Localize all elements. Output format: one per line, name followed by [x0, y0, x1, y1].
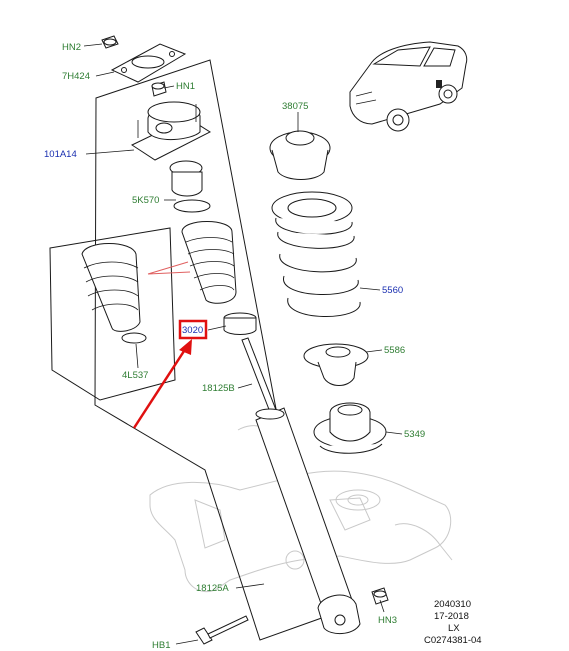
label-3020[interactable]: 3020 [182, 325, 203, 336]
spring-top-seat [269, 130, 331, 180]
vehicle-icon [349, 41, 468, 132]
label-hb1[interactable]: HB1 [152, 640, 170, 651]
footer-line-1: 2040310 [434, 599, 471, 610]
label-hn3[interactable]: HN3 [378, 615, 397, 626]
label-5586[interactable]: 5586 [384, 345, 405, 356]
label-101a14[interactable]: 101A14 [44, 149, 77, 160]
label-5349[interactable]: 5349 [404, 429, 425, 440]
bump-cap [169, 160, 211, 213]
coil-spring [271, 191, 361, 317]
top-mount-plate [110, 43, 187, 83]
subframe-bushing-ghost [335, 489, 381, 511]
red-arrow [132, 339, 192, 429]
bump-stop-part [223, 312, 257, 335]
label-18125b[interactable]: 18125B [202, 383, 235, 394]
kit-boot [81, 243, 147, 344]
footer-line-4: C0274381-04 [424, 635, 482, 646]
hn1-nut [151, 81, 167, 97]
footer-line-3: LX [448, 623, 460, 634]
hb1-bolt [195, 615, 249, 645]
label-4l537[interactable]: 4L537 [122, 370, 148, 381]
spring-lower-seat [303, 343, 369, 386]
spring-isolator [313, 402, 387, 454]
hn2-nut [101, 35, 119, 49]
label-18125a[interactable]: 18125A [196, 583, 229, 594]
kit-frame [94, 59, 331, 641]
hn3-nut [371, 587, 389, 605]
leader-lines [83, 43, 403, 645]
label-7h424[interactable]: 7H424 [62, 71, 90, 82]
kit-reference-lines [147, 261, 191, 275]
label-hn1[interactable]: HN1 [176, 81, 195, 92]
dust-boot [181, 221, 237, 304]
shock-absorber [241, 337, 361, 634]
footer-line-2: 17-2018 [434, 611, 469, 622]
bump-stop-kit-frame [49, 227, 176, 401]
label-5560[interactable]: 5560 [382, 285, 403, 296]
label-5k570[interactable]: 5K570 [132, 195, 159, 206]
label-38075[interactable]: 38075 [282, 101, 308, 112]
strut-top-mount [130, 101, 212, 161]
label-hn2[interactable]: HN2 [62, 42, 81, 53]
highlight-box [178, 319, 208, 340]
